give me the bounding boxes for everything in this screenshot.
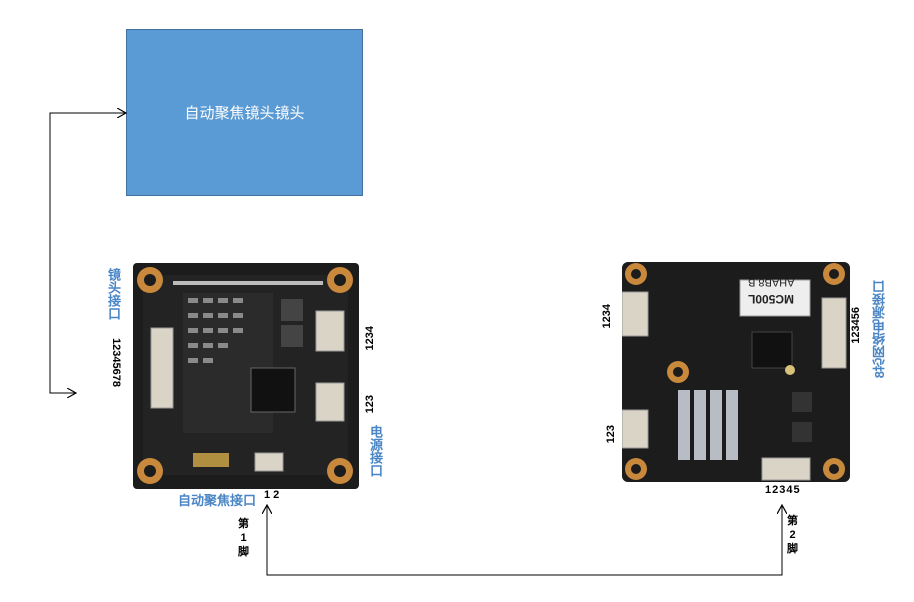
pin-marker-2-num: 2 xyxy=(789,529,796,541)
pin-marker-2: 第 2 脚 xyxy=(787,514,798,556)
lens-box-label: 自动聚焦镜头镜头 xyxy=(184,105,305,122)
board-1-top-connector-pins: 1234 xyxy=(364,326,376,351)
pin-marker-1-jiao: 脚 xyxy=(238,546,249,558)
board-2-heatsinks xyxy=(678,390,738,460)
board-2-left-mid-pins: 123 xyxy=(605,425,617,444)
pin-marker-1-di: 第 xyxy=(238,518,249,530)
board-2-left-top-pins: 1234 xyxy=(601,304,613,329)
lens-loop-wire xyxy=(49,112,126,393)
pin-marker-2-jiao: 脚 xyxy=(787,543,798,555)
autofocus-lens-box: 自动聚焦镜头镜头 xyxy=(126,29,363,196)
board-2-chip-text-1: MC500L xyxy=(748,292,795,306)
pin-marker-2-di: 第 xyxy=(787,515,798,527)
board-1-mid-connector-pins: 123 xyxy=(364,395,376,414)
af-link-wire xyxy=(266,505,783,576)
af-interface-label: 自动聚焦接口 xyxy=(178,493,257,508)
af-interface-pins: 1 2 xyxy=(264,489,280,501)
pin-marker-1: 第 1 脚 xyxy=(238,517,249,559)
board-1-pcb xyxy=(133,263,359,489)
board-2-right-pins: 123456 xyxy=(850,307,862,344)
network-power-interface-label: 8芯网络电源接口 xyxy=(872,280,887,379)
power-interface-label: 电源接口 xyxy=(368,425,383,477)
board-2-pcb xyxy=(622,262,850,482)
pin-marker-1-num: 1 xyxy=(240,532,247,544)
lens-interface-pins: 12345678 xyxy=(110,338,122,387)
board-2-bottom-pins: 12345 xyxy=(765,484,801,496)
board-2-chip-text-2: AHAB8.B xyxy=(748,276,795,288)
lens-interface-label: 镜头接口 xyxy=(106,268,121,320)
